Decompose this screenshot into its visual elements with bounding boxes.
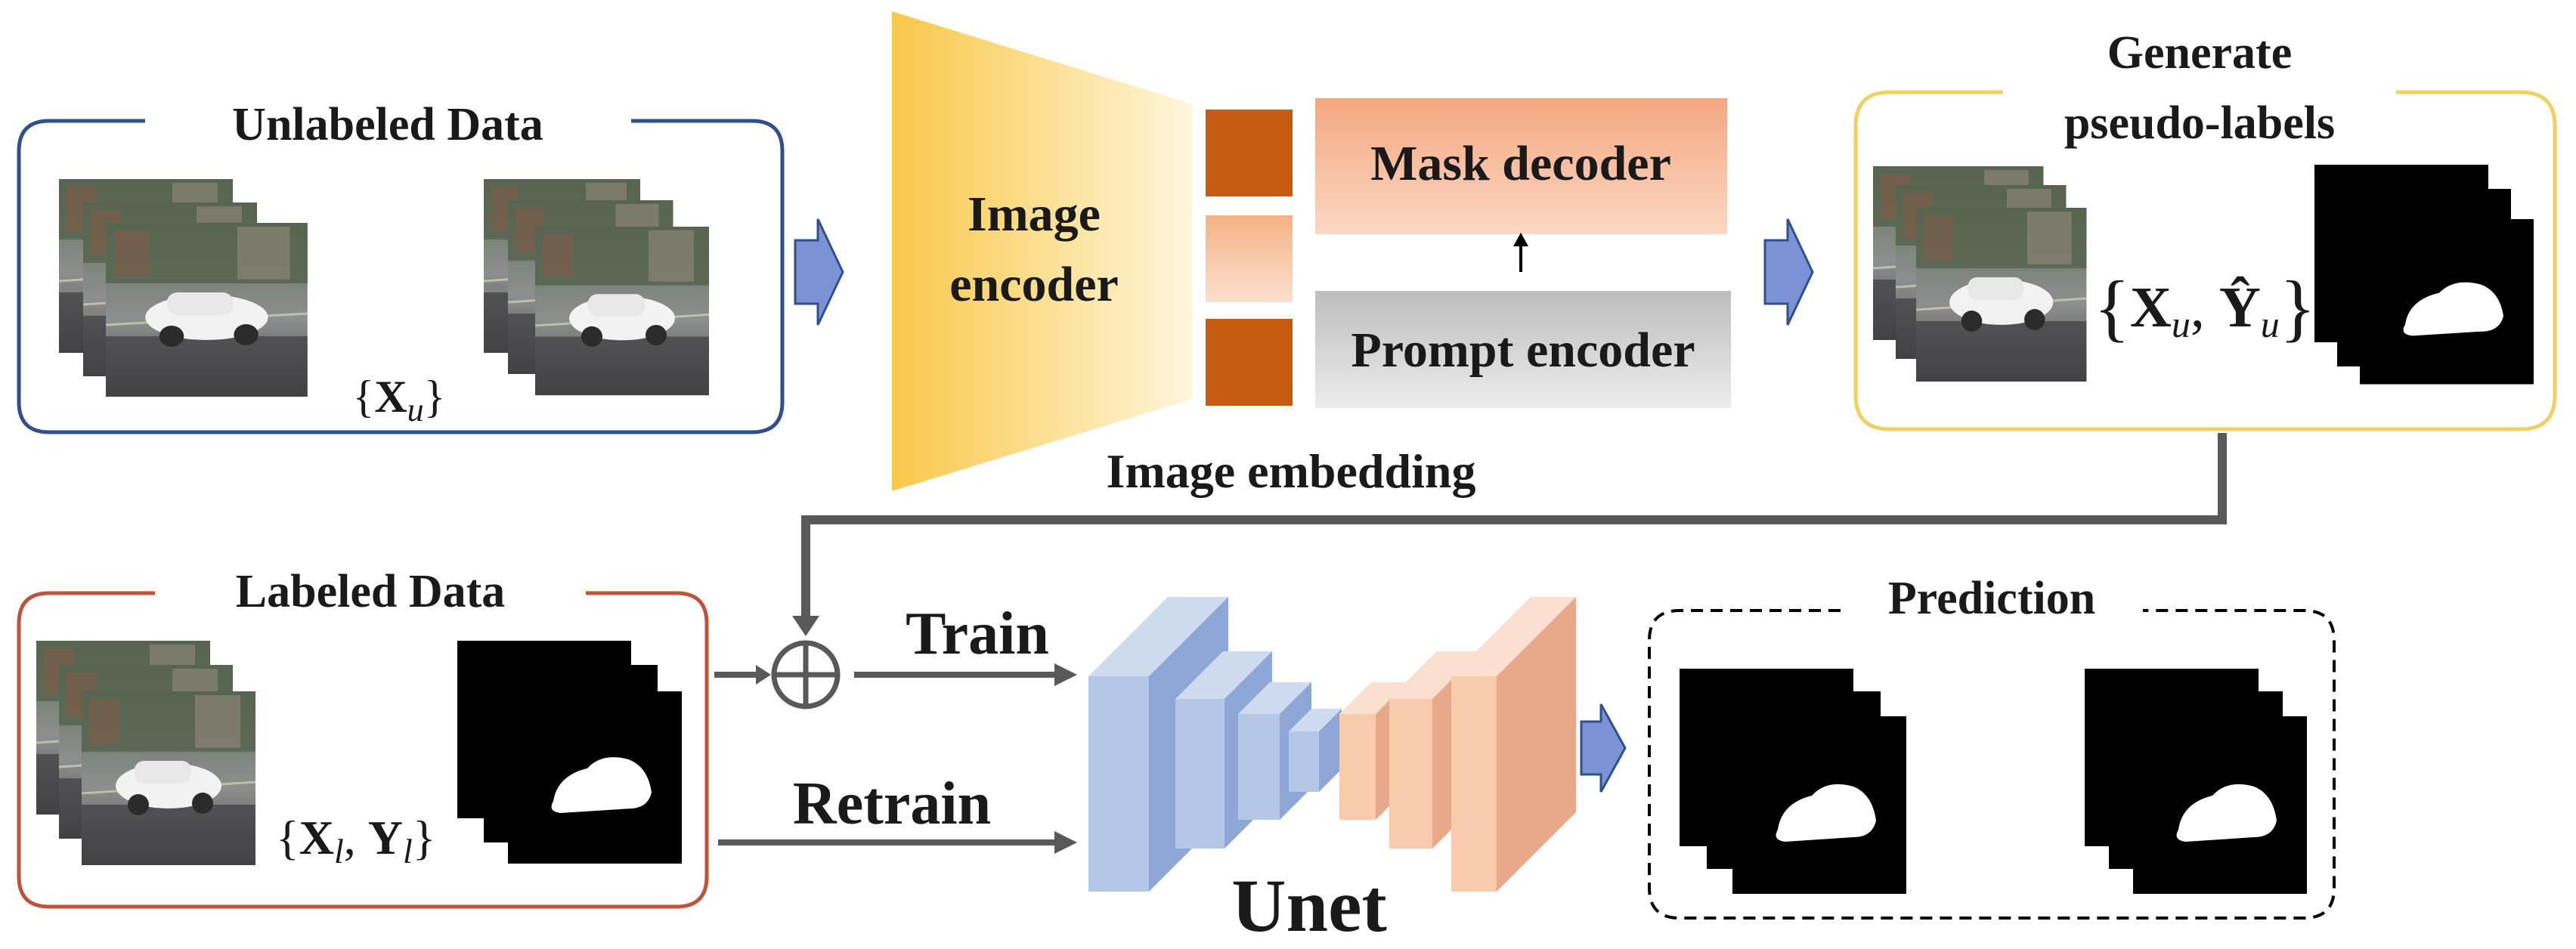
pseudo-image-stack (1872, 165, 2088, 383)
embedding-block-2 (1206, 215, 1293, 302)
retrain-label: Retrain (793, 771, 991, 837)
embedding-block-3 (1206, 319, 1293, 406)
prediction-panel-border (1648, 609, 2336, 920)
prediction-title: Prediction (1888, 573, 2095, 624)
labeled-data-panel: Labeled Data {Xl, Yl} (17, 566, 709, 909)
labeled-image-stack (35, 639, 257, 867)
pseudo-title-line2: pseudo-labels (2064, 97, 2335, 149)
flow-arrow-to-prediction (1580, 703, 1627, 793)
train-label: Train (906, 601, 1049, 667)
unet-bottleneck-block (1289, 709, 1342, 792)
labeled-mask-stack (457, 641, 682, 864)
image-encoder (892, 11, 1193, 491)
flow-arrow-to-sam (794, 218, 844, 326)
mask-decoder-box (1315, 98, 1727, 234)
unlabeled-title: Unlabeled Data (232, 99, 543, 150)
unlabeled-image-stack-2 (482, 178, 711, 397)
pseudo-title-line1: Generate (2107, 27, 2292, 79)
unlabeled-set-label: {Xu} (353, 372, 446, 428)
unlabeled-data-panel: Unlabeled Data {Xu} (17, 99, 785, 434)
mask-decoder-label: Mask decoder (1370, 136, 1671, 191)
pseudo-to-combine-line (801, 433, 2227, 620)
unlabeled-panel-border (17, 119, 785, 434)
unet-label: Unet (1231, 864, 1387, 947)
image-encoder-label-line2: encoder (949, 257, 1119, 312)
prompt-encoder-box (1315, 291, 1731, 408)
pseudo-labels-panel: Generate pseudo-labels {Xu, Ŷu} (1853, 27, 2557, 431)
labeled-title: Labeled Data (236, 566, 506, 617)
image-encoder-label-line1: Image (968, 187, 1101, 242)
flow-arrow-to-pseudo-labels (1763, 218, 1814, 326)
prediction-panel: Prediction (1648, 573, 2336, 920)
prompt-encoder-label: Prompt encoder (1351, 323, 1695, 378)
sam-module: Image encoder Mask decoder Prompt encode… (892, 11, 1731, 498)
prediction-mask-stack-2 (2085, 669, 2307, 894)
unlabeled-image-stack-1 (57, 178, 309, 398)
image-embedding-label: Image embedding (1107, 444, 1476, 498)
unet-model: Unet (1088, 597, 1576, 947)
labeled-pair-label: {Xl, Yl} (276, 811, 435, 870)
pseudo-panel-border (1853, 90, 2557, 431)
labeled-panel-border (17, 591, 709, 909)
unet-decoder-block-3 (1451, 597, 1576, 892)
pseudo-mask-stack (2314, 165, 2534, 385)
pseudo-pair-label: {Xu, Ŷu} (2094, 265, 2316, 349)
embedding-block-1 (1206, 110, 1293, 196)
prediction-mask-stack-1 (1680, 669, 1906, 894)
